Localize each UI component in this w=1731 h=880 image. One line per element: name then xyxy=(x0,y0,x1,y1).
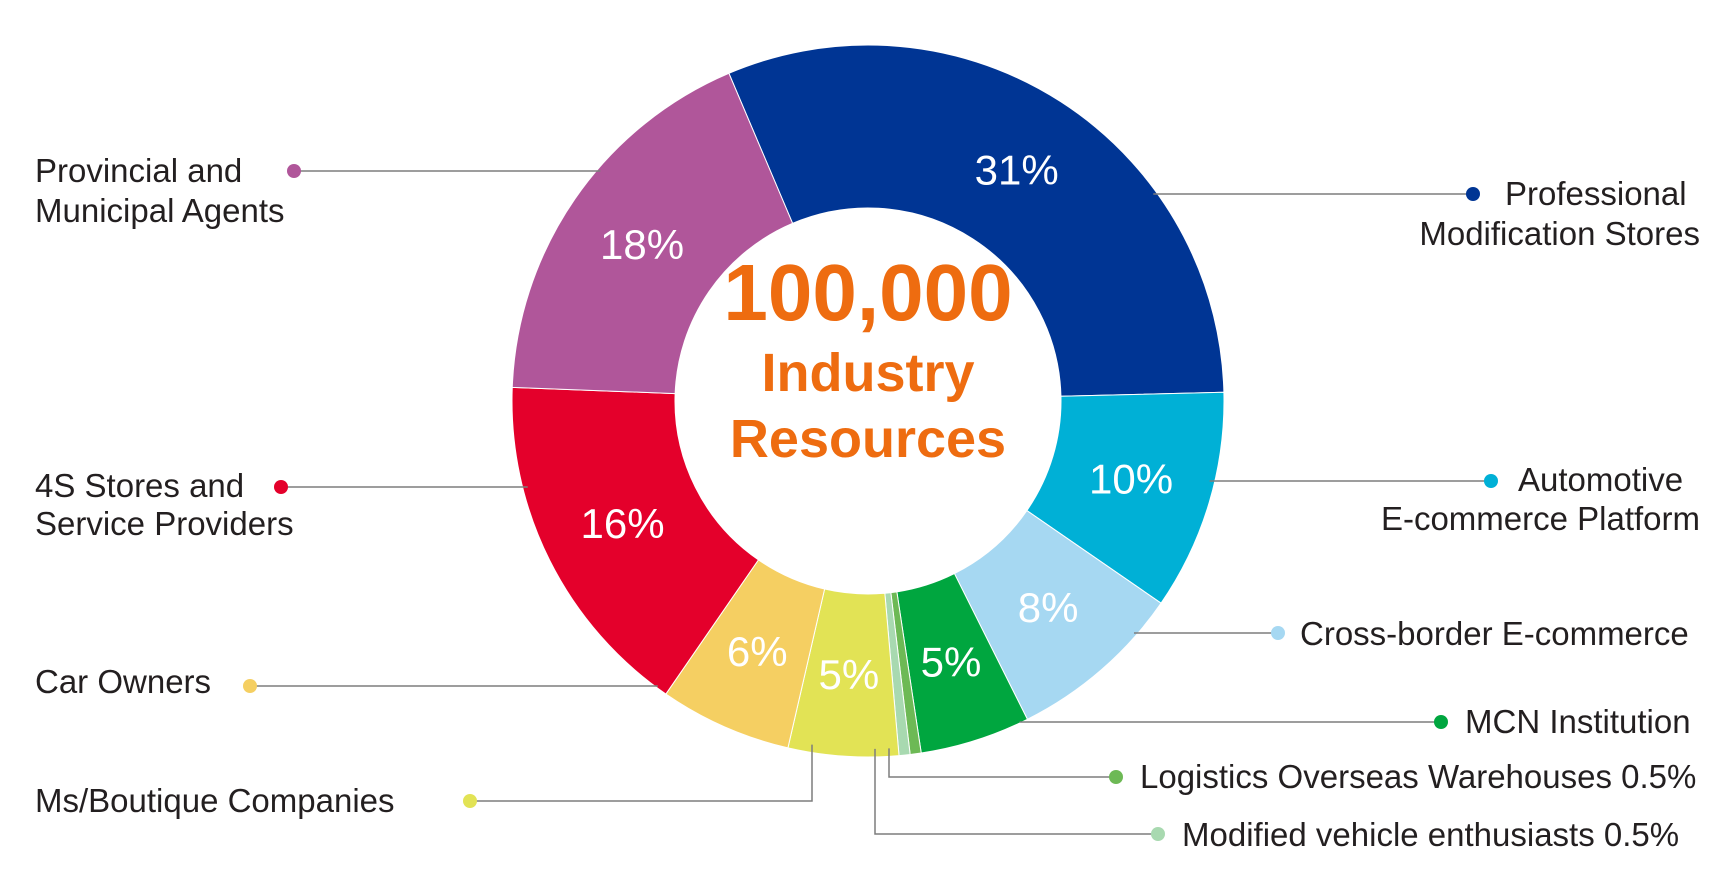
leader-line-logistics-overseas-warehouses-0-5 xyxy=(888,748,1116,778)
legend-dot-cross-border-e-commerce xyxy=(1271,626,1285,640)
category-label-ms-boutique-companies-line1: Ms/Boutique Companies xyxy=(35,782,395,819)
center-value: 100,000 xyxy=(723,248,1012,337)
legend-dot-ms-boutique-companies xyxy=(463,794,477,808)
category-label-modified-vehicle-enthusiasts-0-5-line1: Modified vehicle enthusiasts 0.5% xyxy=(1182,816,1679,853)
leader-lines-group xyxy=(243,164,1498,841)
category-label-4s-stores-and-service-providers-line1: 4S Stores and xyxy=(35,467,244,504)
slice-4s-stores-and-service-providers xyxy=(511,386,760,695)
slice-provincial-and-municipal-agents xyxy=(511,72,794,395)
category-label-professional-modification-stores-line1: Professional xyxy=(1505,175,1687,212)
category-label-professional-modification-stores-line2: Modification Stores xyxy=(1419,215,1700,252)
percent-label-automotive-e-commerce-platform: 10% xyxy=(1089,455,1173,502)
percent-label-cross-border-e-commerce: 8% xyxy=(1018,584,1079,631)
leader-line-ms-boutique-companies xyxy=(470,744,813,802)
category-label-provincial-and-municipal-agents-line2: Municipal Agents xyxy=(35,192,284,229)
legend-dot-car-owners xyxy=(243,679,257,693)
category-label-automotive-e-commerce-platform-line1: Automotive xyxy=(1518,461,1683,498)
percent-labels-group: 31% 10% 8% 5% 5% 6% 16% 18% xyxy=(581,146,1174,698)
category-label-logistics-overseas-warehouses-0-5-line1: Logistics Overseas Warehouses 0.5% xyxy=(1140,758,1696,795)
percent-label-4s-stores-and-service-providers: 16% xyxy=(581,500,665,547)
legend-dot-4s-stores-and-service-providers xyxy=(274,480,288,494)
legend-dot-mcn-institution xyxy=(1434,715,1448,729)
category-label-mcn-institution-line1: MCN Institution xyxy=(1465,703,1691,740)
percent-label-ms-boutique-companies: 5% xyxy=(819,651,880,698)
slices-group xyxy=(511,44,1225,758)
leader-line-modified-vehicle-enthusiasts-0-5 xyxy=(874,748,1158,835)
category-label-cross-border-e-commerce-line1: Cross-border E-commerce xyxy=(1300,615,1689,652)
legend-dot-professional-modification-stores xyxy=(1466,187,1480,201)
percent-label-professional-modification-stores: 31% xyxy=(975,146,1059,193)
percent-label-car-owners: 6% xyxy=(727,628,788,675)
category-label-automotive-e-commerce-platform-line2: E-commerce Platform xyxy=(1381,500,1700,537)
legend-dot-provincial-and-municipal-agents xyxy=(287,164,301,178)
category-label-car-owners-line1: Car Owners xyxy=(35,663,211,700)
slice-professional-modification-stores xyxy=(728,44,1225,397)
legend-dot-modified-vehicle-enthusiasts-0-5 xyxy=(1151,827,1165,841)
category-label-4s-stores-and-service-providers-line2: Service Providers xyxy=(35,505,294,542)
category-label-provincial-and-municipal-agents-line1: Provincial and xyxy=(35,152,242,189)
center-line1: Industry xyxy=(761,343,974,403)
percent-label-mcn-institution: 5% xyxy=(921,639,982,686)
legend-dot-logistics-overseas-warehouses-0-5 xyxy=(1109,770,1123,784)
legend-dot-automotive-e-commerce-platform xyxy=(1484,474,1498,488)
percent-label-provincial-and-municipal-agents: 18% xyxy=(600,221,684,268)
center-line2: Resources xyxy=(730,409,1006,469)
